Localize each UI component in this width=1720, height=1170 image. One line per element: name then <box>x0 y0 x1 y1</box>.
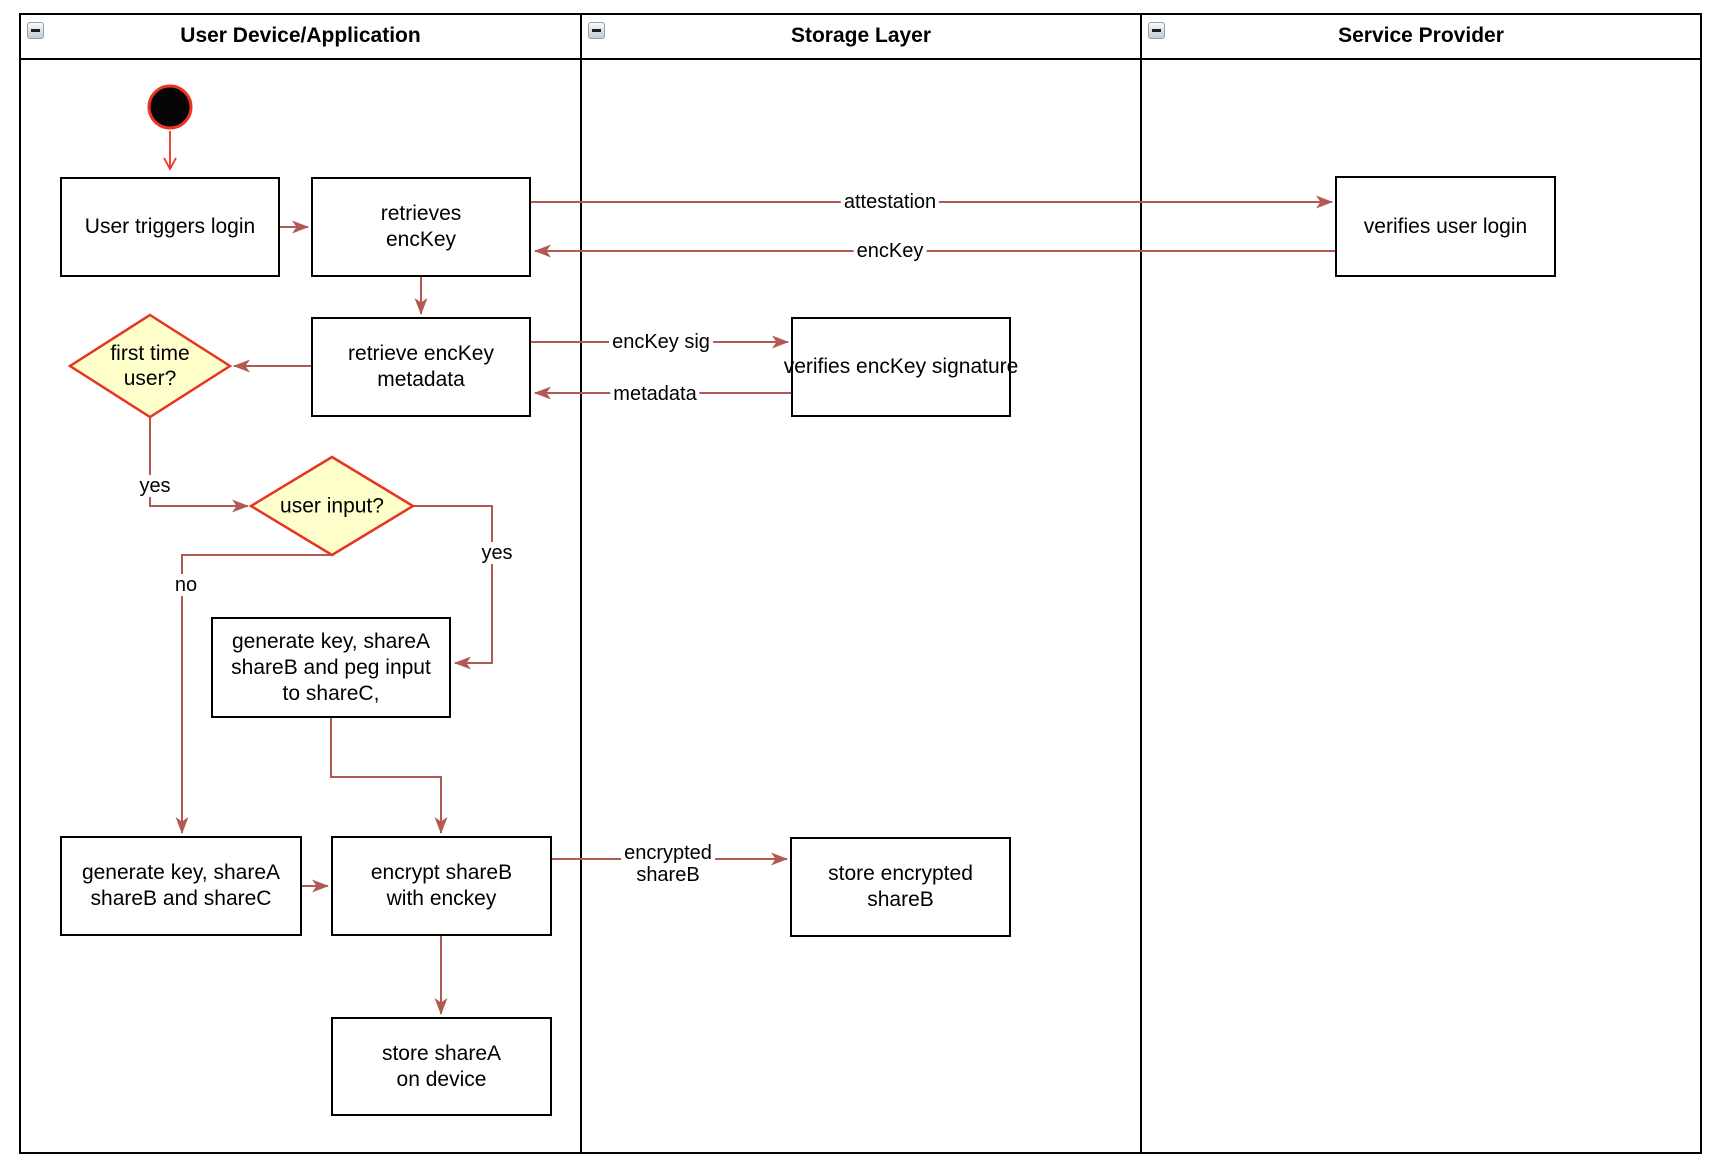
minus-glyph <box>592 29 601 32</box>
edge-label-enckey[interactable]: encKey <box>853 240 927 262</box>
lane-title-user-device: User Device/Application <box>180 24 421 47</box>
lane-divider-1 <box>580 13 582 1152</box>
edge-label-enckey-sig[interactable]: encKey sig <box>609 331 713 353</box>
node-encrypt-shareb[interactable]: encrypt shareB with enckey <box>331 836 552 936</box>
swimlane-pool <box>19 13 1702 1154</box>
lane-title-storage-layer: Storage Layer <box>790 24 932 47</box>
edge-user-input-yes[interactable] <box>413 505 493 670</box>
minus-glyph <box>1152 29 1161 32</box>
minus-glyph <box>31 29 40 32</box>
edge-first-time-yes[interactable] <box>149 417 249 513</box>
edge-user-input-no[interactable] <box>175 554 332 834</box>
decision-label-user-input: user input? <box>280 494 384 518</box>
node-verifies-user-login[interactable]: verifies user login <box>1335 176 1556 277</box>
collapse-lane-icon[interactable] <box>27 22 44 39</box>
edge-label-user-input-yes[interactable]: yes <box>478 542 516 564</box>
decision-label-first-time-user: first time user? <box>110 342 190 390</box>
node-retrieves-enckey[interactable]: retrieves encKey <box>311 177 531 277</box>
collapse-lane-icon[interactable] <box>588 22 605 39</box>
swimlane-header-row <box>19 13 1702 60</box>
node-retrieve-enckey-metadata[interactable]: retrieve encKey metadata <box>311 317 531 417</box>
edge-label-metadata[interactable]: metadata <box>610 383 700 405</box>
collapse-lane-icon[interactable] <box>1148 22 1165 39</box>
edge-label-attestation[interactable]: attestation <box>840 191 940 213</box>
node-user-triggers-login[interactable]: User triggers login <box>60 177 280 277</box>
decision-user-input[interactable] <box>248 455 416 557</box>
node-store-sharea[interactable]: store shareA on device <box>331 1017 552 1116</box>
edge-label-encrypted-shareb[interactable]: encrypted shareB <box>621 842 715 886</box>
lane-title-service-provider: Service Provider <box>1338 24 1504 47</box>
decision-first-time-user[interactable] <box>67 313 233 419</box>
node-generate-key-peg-input[interactable]: generate key, shareA shareB and peg inpu… <box>211 617 451 718</box>
node-generate-key-sharec[interactable]: generate key, shareA shareB and shareC <box>60 836 302 936</box>
node-verifies-enckey-signature[interactable]: verifies encKey signature <box>784 317 1018 417</box>
edge-label-first-time-yes[interactable]: yes <box>136 475 174 497</box>
edge-label-user-input-no[interactable]: no <box>171 574 201 596</box>
edge-peg-to-encrypt[interactable] <box>330 717 448 834</box>
node-store-encrypted-shareb[interactable]: store encrypted shareB <box>790 837 1011 937</box>
lane-divider-2 <box>1140 13 1142 1152</box>
initial-state-node[interactable] <box>147 84 193 130</box>
